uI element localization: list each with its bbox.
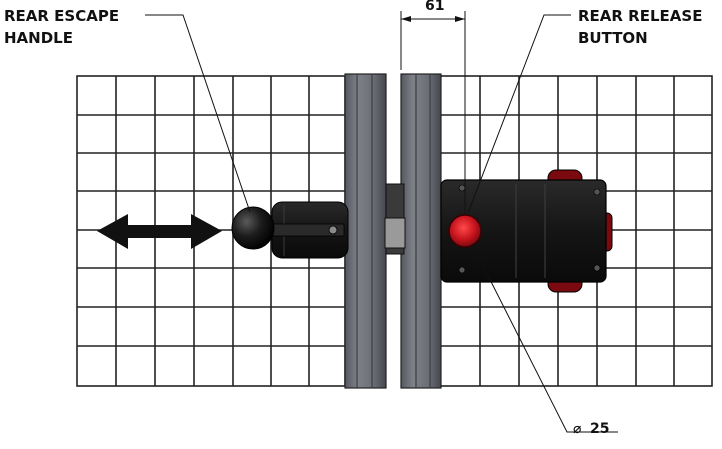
diameter-symbol-icon: ⌀	[573, 421, 582, 437]
gap-dimension-value: 61	[425, 0, 444, 14]
leader-lines	[145, 14, 618, 433]
escape-handle-label-line1: REAR ESCAPE	[4, 7, 119, 25]
double-headed-arrow-icon	[97, 214, 222, 249]
diameter-value: 25	[590, 421, 609, 437]
release-unit-assembly	[440, 169, 613, 293]
ball-knob-icon[interactable]	[231, 206, 275, 250]
escape-handle-assembly	[231, 183, 406, 259]
release-button-label-line1: REAR RELEASE	[578, 7, 702, 25]
release-button-label-line2: BUTTON	[578, 29, 648, 47]
rear-release-button[interactable]	[448, 214, 482, 248]
gap-dimension	[400, 11, 466, 214]
escape-handle-label-line2: HANDLE	[4, 29, 73, 47]
right-frame-post	[400, 73, 442, 389]
left-frame-post	[344, 73, 387, 389]
